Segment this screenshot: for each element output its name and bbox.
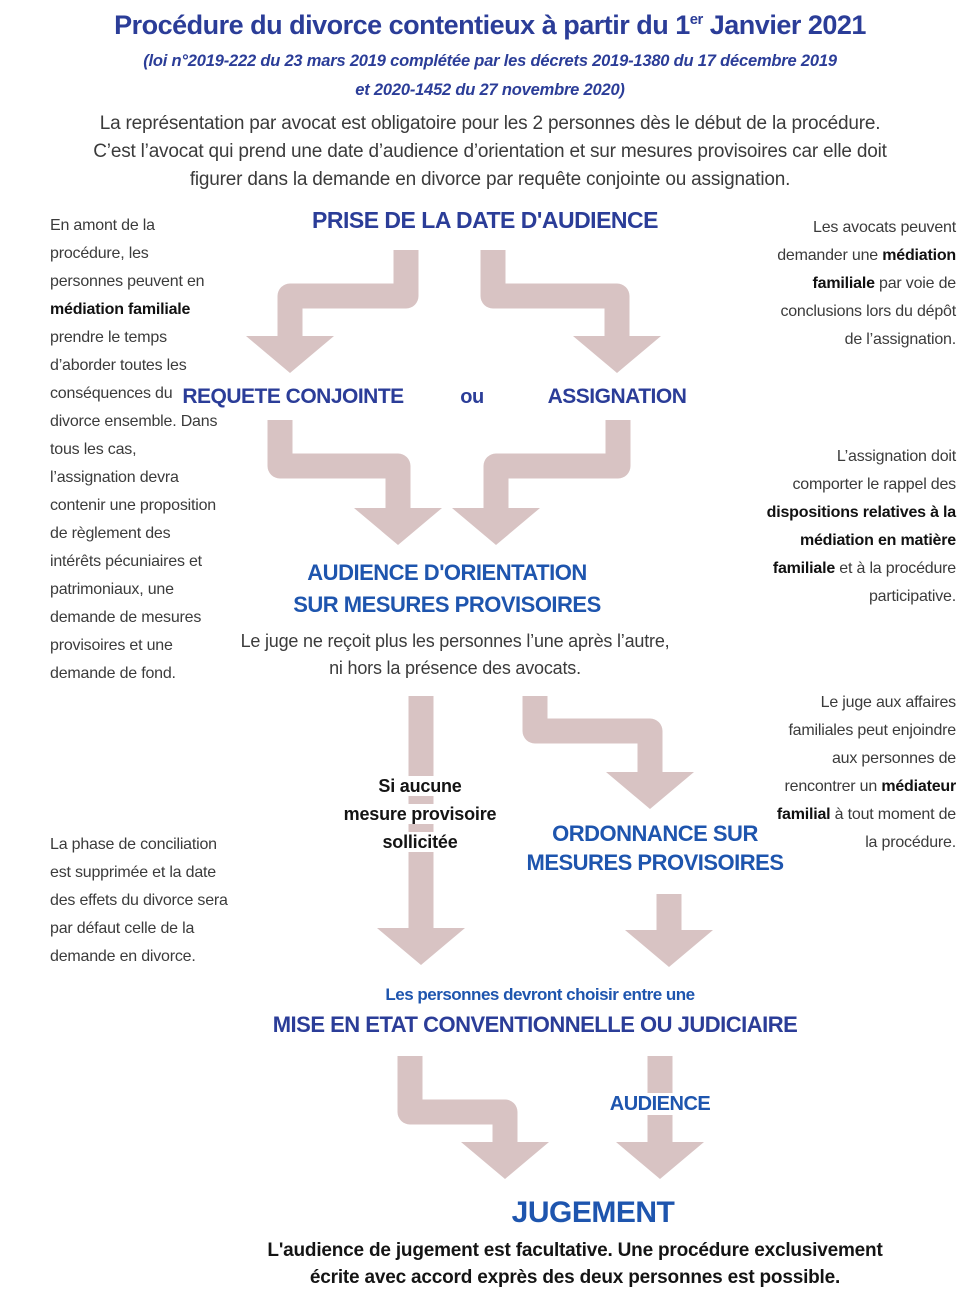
ou-label: ou: [460, 386, 484, 408]
footer-note-line2: écrite avec accord exprès des deux perso…: [309, 1267, 841, 1288]
node-prise-date-audience: PRISE DE LA DATE D'AUDIENCE: [312, 207, 658, 233]
arrow-prise-to-assignation: [480, 250, 630, 336]
orientation-note-line2: ni hors la présence des avocats.: [329, 658, 581, 678]
page-title-superscript: er: [689, 12, 704, 28]
law-reference-line2: et 2020-1452 du 27 novembre 2020): [355, 81, 625, 99]
arrowhead: [461, 1142, 549, 1179]
note-bold-mediateur-familial: médiateur familial: [776, 778, 956, 823]
arrowhead: [246, 336, 334, 373]
node-audience-orientation-line1: AUDIENCE D'ORIENTATION: [307, 560, 587, 585]
note-text: L’assignation doit comporter le rappel d…: [792, 448, 957, 493]
note-text: En amont de la procédure, les personnes …: [50, 217, 205, 290]
note-text: prendre le temps d’aborder toutes les co…: [50, 329, 218, 682]
note-mediation-amont: En amont de la procédure, les personnes …: [50, 212, 220, 688]
note-conciliation-supprimee: La phase de conciliation est supprimée e…: [50, 836, 228, 965]
note-avocats-mediation: Les avocats peuvent demander une médiati…: [764, 214, 956, 354]
si-aucune-line2: mesure provisoire: [337, 804, 503, 824]
note-text: par voie de conclusions lors du dépôt de…: [780, 275, 956, 348]
si-aucune-line1: Si aucune: [372, 776, 468, 796]
si-aucune-label: Si aucune mesure provisoire sollicitée: [337, 772, 503, 856]
intro-text-line1: La représentation par avocat est obligat…: [99, 113, 881, 134]
arrowhead: [573, 336, 661, 373]
node-audience-orientation-line2: SUR MESURES PROVISOIRES: [293, 592, 601, 617]
note-juge-mediateur: Le juge aux affaires familiales peut enj…: [764, 689, 956, 857]
node-ordonnance-line1: ORDONNANCE SUR: [552, 821, 758, 846]
si-aucune-line3: sollicitée: [376, 832, 464, 852]
node-audience: AUDIENCE: [603, 1093, 717, 1116]
arrowhead: [452, 508, 540, 545]
arrowhead: [625, 930, 713, 967]
arrowhead: [616, 1142, 704, 1179]
orientation-note-line1: Le juge ne reçoit plus les personnes l’u…: [240, 631, 670, 651]
arrow-assignation-to-orientation: [483, 420, 631, 508]
node-jugement: JUGEMENT: [511, 1196, 675, 1229]
arrowhead: [377, 928, 465, 965]
note-text: et à la procédure participative.: [835, 560, 956, 605]
page-title-text-2: Janvier 2021: [702, 10, 867, 40]
note-bold-mediation-familiale: médiation familiale: [812, 247, 957, 292]
node-audience-text: AUDIENCE: [603, 1093, 717, 1115]
arrow-requete-to-orientation: [267, 420, 411, 508]
page-title-text: Procédure du divorce contentieux à parti…: [114, 10, 690, 40]
note-text: à tout moment de la procédure.: [830, 806, 957, 851]
arrowhead: [606, 772, 694, 809]
intro-text-line2: C’est l’avocat qui prend une date d’audi…: [93, 141, 887, 162]
intro-text-line3: figurer dans la demande en divorce par r…: [189, 169, 791, 190]
footer-note-line1: L'audience de jugement est facultative. …: [267, 1240, 883, 1261]
note-text: Le juge aux affaires familiales peut enj…: [784, 694, 957, 795]
page-title: Procédure du divorce contentieux à parti…: [114, 10, 866, 41]
node-requete-conjointe: REQUETE CONJOINTE: [182, 385, 404, 408]
node-assignation: ASSIGNATION: [547, 385, 687, 408]
note-bold-mediation-familiale: médiation familiale: [50, 301, 191, 318]
choisir-label: Les personnes devront choisir entre une: [385, 985, 695, 1004]
node-ordonnance-line2: MESURES PROVISOIRES: [526, 850, 784, 875]
note-assignation-dispositions: L’assignation doit comporter le rappel d…: [764, 443, 957, 611]
arrow-orientation-to-ordonnance: [522, 696, 663, 773]
arrow-mise-en-etat-to-jugement: [397, 1056, 518, 1143]
note-bold-dispositions: dispositions relatives à la médiation en…: [766, 504, 957, 577]
arrow-prise-to-requete: [277, 250, 419, 336]
law-reference-line1: (loi n°2019-222 du 23 mars 2019 complété…: [143, 52, 837, 70]
arrowhead: [354, 508, 442, 545]
note-text: Les avocats peuvent demander une: [777, 219, 956, 264]
node-mise-en-etat: MISE EN ETAT CONVENTIONNELLE OU JUDICIAI…: [272, 1012, 798, 1037]
